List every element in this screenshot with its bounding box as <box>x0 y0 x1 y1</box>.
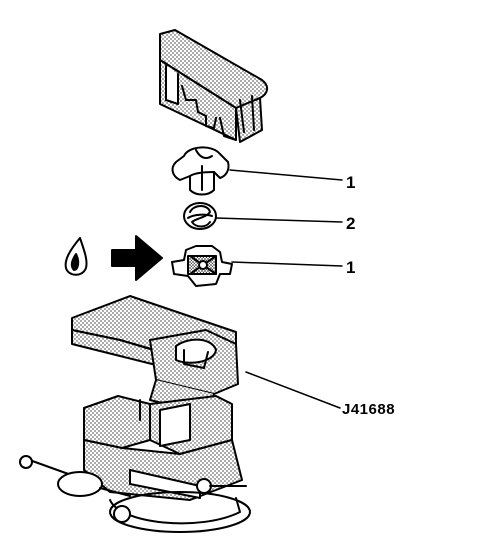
upper-housing <box>159 29 268 143</box>
bench-vise <box>19 395 251 533</box>
oil-drop-icon <box>64 237 88 276</box>
callout-cap-upper: 1 <box>346 173 356 192</box>
spring <box>183 202 217 230</box>
tool-fixture <box>71 295 239 415</box>
leader-lines <box>215 169 343 409</box>
upper-valve-cap <box>171 146 230 196</box>
callout-cap-lower: 1 <box>346 258 356 277</box>
lower-valve-cap <box>171 245 233 287</box>
right-arrow-icon <box>111 235 163 281</box>
callout-tool: J41688 <box>342 401 396 418</box>
callout-spring: 2 <box>346 214 356 233</box>
